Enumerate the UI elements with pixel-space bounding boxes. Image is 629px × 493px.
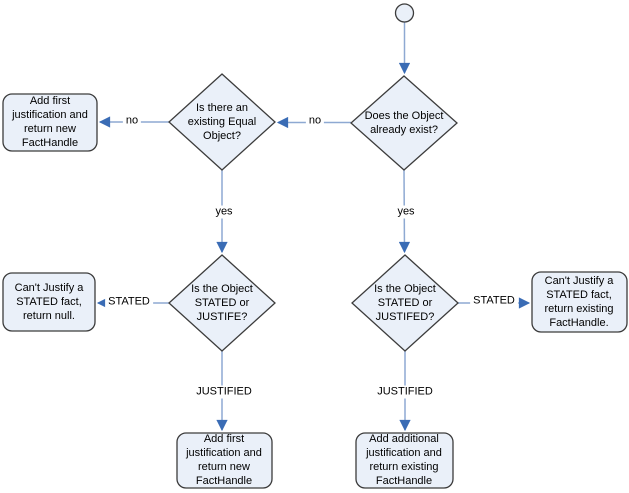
- action-cant-justify-return-existing: [531, 271, 628, 333]
- edge-label-stated-left: STATED: [105, 295, 153, 309]
- edge-label-stated-right: STATED: [470, 294, 518, 308]
- edge-label-no-left: no: [122, 114, 142, 128]
- decision-stated-or-justifed: [351, 254, 459, 352]
- decision-does-object-exist: [350, 75, 458, 171]
- edge-label-justified-right: JUSTIFIED: [374, 385, 436, 399]
- action-cant-justify-return-null: [2, 272, 96, 332]
- action-add-first-justification-top: [2, 93, 98, 152]
- action-add-first-justification-bottom: [176, 432, 273, 489]
- action-add-additional-justification: [355, 432, 454, 489]
- decision-stated-or-justife: [168, 254, 276, 352]
- edge-label-yes-left: yes: [212, 205, 236, 219]
- start-node: [394, 3, 415, 23]
- edge-label-no-right: no: [305, 114, 325, 128]
- decision-existing-equal-object: [168, 73, 276, 171]
- edge-label-yes-right: yes: [394, 205, 418, 219]
- edge-label-justified-left: JUSTIFIED: [193, 385, 255, 399]
